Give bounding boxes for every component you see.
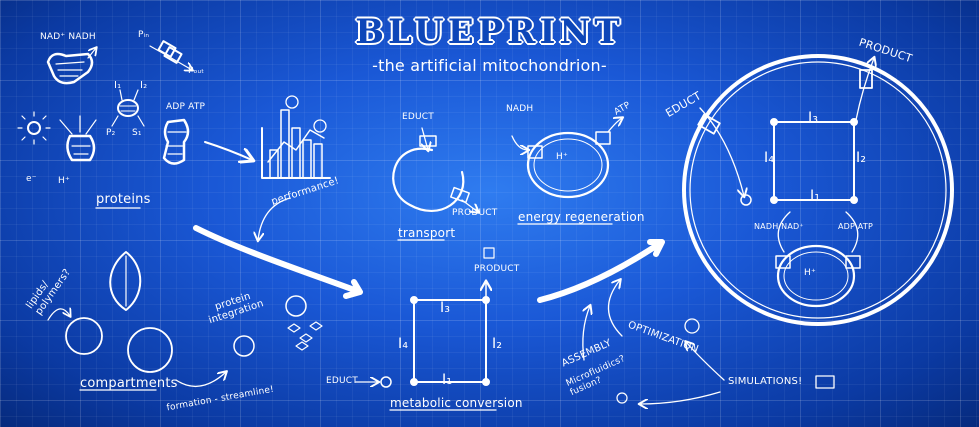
label-i3-mito: I₃ [808,110,819,126]
label-h-plus-protein: H⁺ [58,176,70,186]
label-i4-metabolic: I₄ [398,336,409,352]
protein-nadh-enzyme-icon [46,48,96,85]
metabolic-cycle [355,247,495,388]
label-i2-mito: I₂ [856,150,867,166]
protein-inhibitor-icon [111,89,145,127]
label-nadh-nad-mito: NADH NAD⁺ [754,222,804,231]
label-product-transport: PRODUCT [452,208,498,218]
section-proteins: proteins [96,192,151,207]
label-i3-metabolic: I₃ [440,300,451,316]
section-energy-regeneration: energy regeneration [518,210,645,224]
mitochondrion-circle [682,54,954,326]
arrow-to-performance [204,141,252,160]
performance-chart-icon [261,95,331,179]
label-p-in: Pᵢₙ [138,30,150,40]
swoosh-arrow-right [537,239,665,303]
label-i1-mito: I₁ [810,188,821,204]
label-h-plus-energy: H⁺ [556,152,568,162]
label-e-minus: e⁻ [26,174,37,184]
label-i4-mito: I₄ [764,150,775,166]
compartment-shapes [47,251,323,388]
label-h-plus-mito: H⁺ [804,268,816,278]
label-adp-atp-mito: ADP ATP [838,222,873,231]
swoosh-arrow-left [193,225,363,299]
transport-vesicle [392,127,478,212]
gear-icon [616,392,628,404]
protein-atp-synthase-icon [162,118,190,165]
section-compartments: compartments [80,376,178,391]
section-metabolic-conversion: metabolic conversion [390,396,523,410]
monitor-icon [815,375,835,389]
label-i1-metabolic: I₁ [442,372,453,388]
label-adp-atp-protein: ADP ATP [166,102,206,112]
label-i1-protein: I₁ [114,80,122,91]
page-title: BLUEPRINT [355,12,624,52]
section-transport: transport [398,226,456,240]
page-subtitle: -the artificial mitochondrion- [372,56,607,75]
label-i2-metabolic: I₂ [492,336,503,352]
energy-regeneration-vesicle [511,118,622,199]
protein-transporter-icon [149,40,192,70]
protein-photosystem-icon [17,111,97,162]
label-product-metabolic: PRODUCT [474,264,520,274]
label-p2: P₂ [106,128,116,138]
label-nad-nadh: NAD⁺ NADH [40,32,96,42]
label-educt-metabolic: EDUCT [326,376,358,386]
label-educt-transport: EDUCT [402,112,434,122]
label-simulations: SIMULATIONS! [728,376,803,387]
label-i2-protein: I₂ [140,80,148,91]
label-p-out: Pₒᵤₜ [188,66,205,76]
label-nadh-energy: NADH [506,104,534,114]
label-s1: S₁ [132,128,142,138]
